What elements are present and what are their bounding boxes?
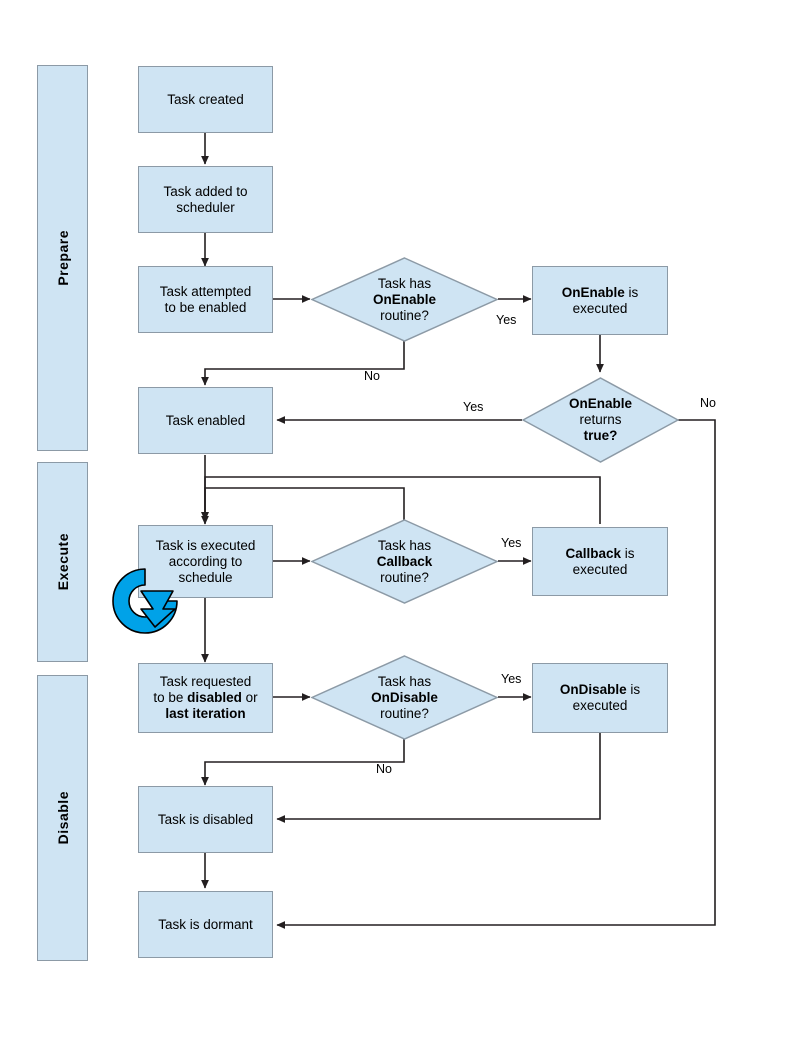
diamond-shape — [311, 257, 498, 342]
diamond-shape — [311, 655, 498, 740]
node-task-added-line1: Task added to — [163, 183, 248, 199]
node-task-added-to-scheduler[interactable]: Task added to scheduler — [138, 166, 273, 233]
node-ondisable-executed-line2: executed — [572, 698, 628, 713]
node-task-requested-line2a: to be — [153, 690, 188, 705]
edge-label-onenable-yes: Yes — [496, 313, 517, 327]
node-callback-executed-line1: Callback is — [565, 545, 635, 561]
node-onenable-returns-true-decision[interactable]: OnEnable returns true? — [522, 377, 679, 463]
node-task-disabled[interactable]: Task is disabled — [138, 786, 273, 853]
loop-arrow-icon — [105, 563, 185, 641]
node-task-executing-line2: according to — [168, 553, 243, 569]
node-task-added-line2: scheduler — [176, 199, 235, 215]
node-has-onenable-line3: routine? — [380, 307, 429, 323]
node-task-requested-line2b: disabled — [187, 690, 242, 705]
band-label-execute: Execute — [37, 462, 88, 662]
node-task-attempted-line2: to be enabled — [164, 299, 247, 315]
loop-arrow-icon-svg — [112, 568, 178, 634]
node-task-executing[interactable]: Task is executed according to schedule — [138, 525, 273, 598]
node-onenable-executed[interactable]: OnEnable is executed — [532, 266, 668, 335]
node-callback-executed-line2: executed — [572, 561, 628, 577]
node-has-callback-line1: Task has — [377, 537, 432, 553]
node-callback-executed[interactable]: Callback is executed — [532, 527, 668, 596]
node-task-created-label: Task created — [167, 91, 244, 107]
diamond-shape — [522, 377, 679, 463]
band-label-disable: Disable — [37, 675, 88, 961]
node-task-enabled[interactable]: Task enabled — [138, 387, 273, 454]
node-onenable-true-line1: OnEnable — [568, 396, 632, 411]
node-task-dormant-label: Task is dormant — [158, 916, 253, 932]
node-has-onenable-line1: Task has — [377, 275, 432, 291]
edge-label-ondisable-yes: Yes — [501, 672, 522, 686]
edge-ondisable-to-disabled — [276, 733, 601, 823]
node-ondisable-executed[interactable]: OnDisable is executed — [532, 663, 668, 733]
node-task-attempted-line1: Task attempted — [159, 283, 252, 299]
node-onenable-true-line2: returns — [579, 412, 622, 427]
node-task-dormant[interactable]: Task is dormant — [138, 891, 273, 958]
edge-label-returnstrue-no: No — [700, 396, 716, 410]
node-task-requested-line1: Task requested — [159, 674, 252, 689]
edge-label-callback-yes: Yes — [501, 536, 522, 550]
node-ondisable-executed-line1: OnDisable is — [559, 682, 641, 697]
node-task-attempted-enabled[interactable]: Task attempted to be enabled — [138, 266, 273, 333]
node-has-callback-line2: Callback — [376, 553, 433, 569]
node-has-ondisable-line2: OnDisable — [371, 689, 438, 705]
node-task-executing-line3: schedule — [178, 569, 233, 585]
edge-callback-loopback — [201, 476, 601, 524]
node-task-requested-disabled[interactable]: Task requested to be disabled or last it… — [138, 663, 273, 733]
band-label-prepare-text: Prepare — [54, 230, 71, 286]
node-has-onenable-line2: OnEnable — [372, 291, 436, 307]
edge-label-ondisable-no: No — [376, 762, 392, 776]
node-task-requested-line2: to be disabled or — [153, 690, 257, 706]
node-onenable-executed-line2: executed — [572, 300, 628, 316]
edge-hasondisable-no — [201, 739, 405, 786]
diamond-shape — [311, 519, 498, 604]
band-label-disable-text: Disable — [54, 791, 71, 845]
node-task-enabled-label: Task enabled — [165, 412, 246, 428]
node-has-ondisable-decision[interactable]: Task has OnDisable routine? — [311, 655, 498, 740]
node-onenable-true-line3: true? — [583, 428, 618, 443]
node-task-created[interactable]: Task created — [138, 66, 273, 133]
node-has-ondisable-line1: Task has — [377, 673, 432, 689]
node-task-disabled-label: Task is disabled — [157, 811, 254, 827]
edge-hascallback-no-loopback — [201, 487, 405, 523]
edge-label-onenable-no: No — [364, 369, 380, 383]
node-has-ondisable-line3: routine? — [380, 705, 429, 721]
node-task-executing-line1: Task is executed — [155, 537, 256, 553]
node-task-requested-line2c: or — [241, 690, 258, 705]
node-onenable-executed-line1: OnEnable is — [561, 284, 639, 300]
edge-label-returnstrue-yes: Yes — [463, 400, 484, 414]
node-has-callback-decision[interactable]: Task has Callback routine? — [311, 519, 498, 604]
node-has-callback-line3: routine? — [380, 569, 429, 585]
band-label-prepare: Prepare — [37, 65, 88, 451]
node-task-requested-line3: last iteration — [165, 706, 246, 721]
band-label-execute-text: Execute — [54, 533, 71, 591]
node-has-onenable-decision[interactable]: Task has OnEnable routine? — [311, 257, 498, 342]
